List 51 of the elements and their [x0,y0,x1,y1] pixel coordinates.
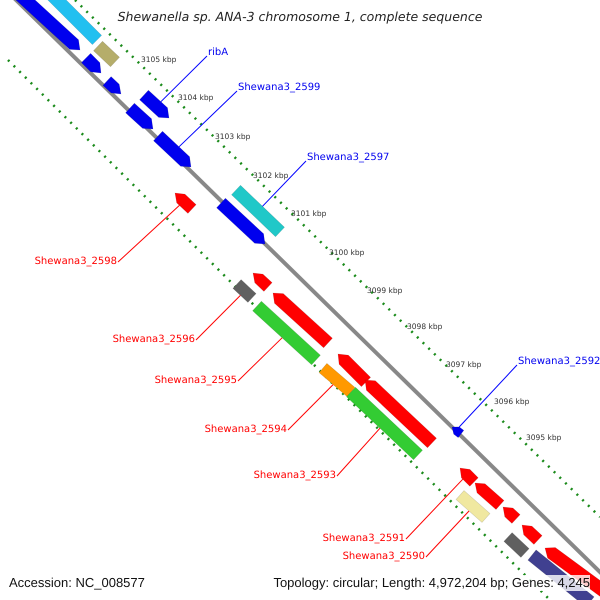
gene-segment [338,354,372,388]
gene-segment [272,292,333,348]
leader-line [288,384,334,430]
gene-label: Shewana3_2597 [307,152,390,164]
accession-text: Accession: NC_008577 [9,575,145,591]
leader-line [406,478,464,540]
gene-label: ribA [208,47,228,59]
gene-segment [522,524,543,545]
gene-segment [153,130,192,168]
leader-line [118,204,180,262]
gene-label: Shewana3_2599 [238,82,320,94]
leader-line [336,428,380,476]
genome-summary-text: Topology: circular; Length: 4,972,204 bp; Genes: 4,245 [273,575,590,591]
gene-segment [456,490,490,523]
leader-line [426,510,470,558]
gene-segment [232,279,257,303]
leader-line [262,160,306,207]
gene-segment [346,386,423,460]
gene-label: Shewana3_2596 [112,334,195,346]
gene-segment [80,52,102,74]
gene-segment [252,272,273,292]
gene-label: Shewana3_2593 [254,470,336,482]
leader-line [160,56,208,102]
gene-label: Shewana3_2595 [154,375,237,387]
gene-segment [231,184,285,238]
gene-segment [15,0,80,50]
gene-segment [318,362,356,398]
leader-line [196,294,241,340]
gene-segment [503,532,530,558]
gene-segment [364,380,437,448]
map-title: Shewanella sp. ANA-3 chromosome 1, complete sequence [116,9,484,24]
gene-label: Shewana3_2592 [518,356,600,368]
gene-segment [139,90,170,118]
leader-line [238,337,283,382]
gene-label: Shewana3_2594 [204,424,287,436]
gene-label: Shewana3_2591 [322,533,405,545]
gene-label: Shewana3_2590 [342,551,425,563]
gene-label: Shewana3_2598 [34,256,117,268]
gene-segment [252,300,321,366]
gene-segment [174,192,197,214]
gene-segment [46,0,102,46]
leader-line [458,364,518,428]
gene-segment [502,506,521,524]
gene-segment [93,40,120,68]
leader-line [178,90,238,148]
gene-segment [125,102,154,130]
gene-segment [460,468,479,487]
gene-segment [102,76,122,94]
gene-segment [216,198,266,244]
gene-segment [474,482,504,510]
gene-segment [452,426,464,438]
